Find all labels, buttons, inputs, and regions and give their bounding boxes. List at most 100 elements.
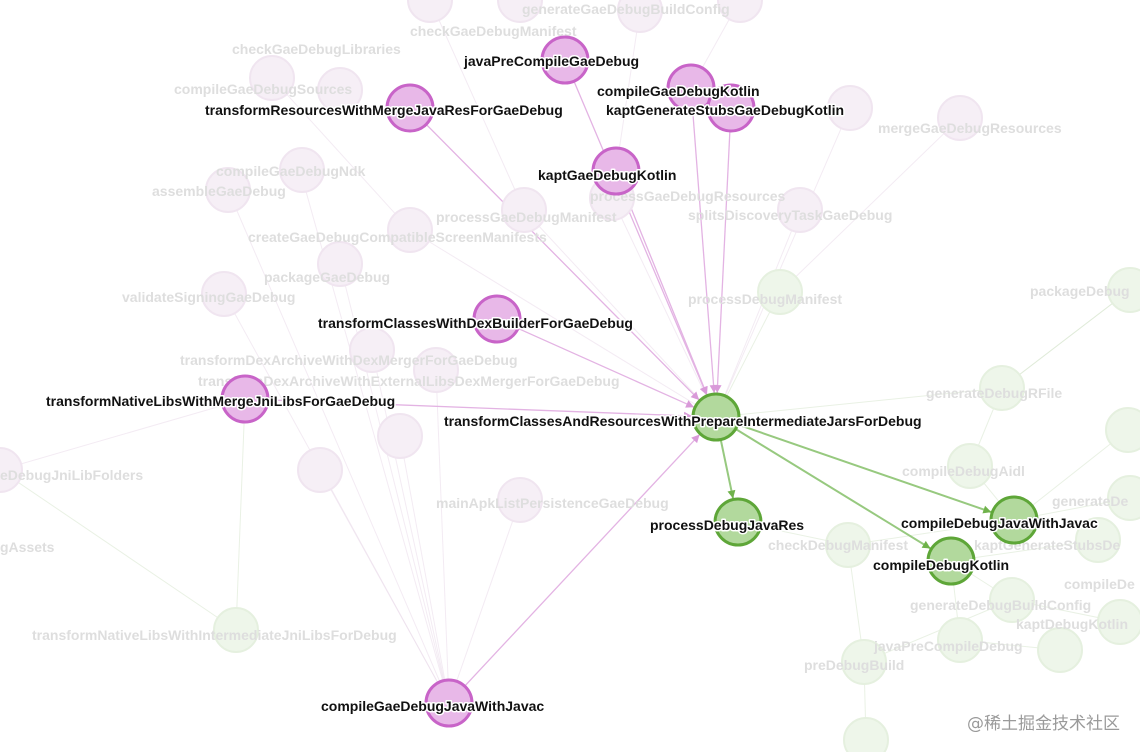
faded-node [989,577,1035,623]
node-transformClassesWithDexBuilderForGaeDebug[interactable] [472,294,522,344]
edge-arrowhead [691,434,700,444]
label-compileDebugKotlin: compileDebugKotlin [873,557,1009,573]
faded-node [841,639,887,685]
dependency-edge [573,81,708,396]
dependency-edge [738,423,992,514]
faded-edge [271,77,411,231]
faded-node [297,447,343,493]
label-transformClassesAndResourcesWithPrepareIntermediateJarsForDebug: transformClassesAndResourcesWithPrepareI… [444,413,922,429]
faded-edge [715,387,1003,418]
faded-edge [1001,289,1131,389]
faded-edge [435,369,450,704]
label-compileGaeDebugKotlin: compileGaeDebugKotlin [597,83,760,99]
faded-label: transformNativeLibsWithIntermediateJniLi… [32,627,397,643]
node-compileDebugJavaWithJavac[interactable] [989,495,1039,545]
faded-node [1075,517,1121,563]
node-transformResourcesWithMergeJavaResForGaeDebug[interactable] [385,83,435,133]
dependency-edge [735,428,932,550]
label-compileDebugJavaWithJavac: compileDebugJavaWithJavac [901,515,1098,531]
faded-label: splitsDiscoveryTaskGaeDebug [688,207,892,223]
faded-label: assembleGaeDebug [152,183,286,199]
faded-label: processDebugManifest [688,291,842,307]
label-transformNativeLibsWithMergeJniLibsForGaeDebug: transformNativeLibsWithMergeJniLibsForGa… [46,393,395,409]
faded-edge [863,599,1013,663]
faded-label: gAssets [0,539,55,555]
faded-label: checkGaeDebugLibraries [232,41,401,57]
faded-label: mergeGaeDebugResources [878,120,1062,136]
faded-label: generateDebugRFile [926,385,1062,401]
node-transformClassesAndResourcesWithPrepareIntermediateJarsForDebug[interactable] [691,392,741,442]
faded-node [317,241,363,287]
faded-node [497,0,543,23]
faded-node [349,327,395,373]
faded-edge [950,539,1099,562]
faded-edge [235,398,246,631]
faded-label: packageDebug [1030,283,1130,299]
node-kaptGenerateStubsGaeDebugKotlin[interactable] [706,83,756,133]
faded-node [757,269,803,315]
faded-edge [399,435,450,704]
faded-label: createGaeDebugCompatibleScreenManifests [248,229,547,245]
faded-node [201,271,247,317]
faded-edge [448,499,521,704]
edge-arrowhead [683,411,693,420]
faded-node [825,522,871,568]
faded-node [249,55,295,101]
dependency-edge [464,434,701,686]
faded-label: compileGaeDebugSources [174,81,352,97]
faded-label: generateDebugBuildConfig [910,597,1091,613]
node-transformNativeLibsWithMergeJniLibsForGaeDebug[interactable] [220,374,270,424]
label-javaPreCompileGaeDebug: javaPreCompileGaeDebug [463,53,639,69]
faded-node [617,0,663,33]
faded-label: kaptDebugKotlin [1016,616,1128,632]
faded-label: preDebugBuild [804,657,904,673]
node-compileGaeDebugKotlin[interactable] [666,63,716,113]
faded-node [497,477,543,523]
faded-label: transformDexArchiveWithDexMergerForGaeDe… [180,352,518,368]
faded-label: compileDebugAidl [902,463,1025,479]
active-nodes [220,35,1039,728]
faded-label: checkGaeDebugManifest [410,23,577,39]
dependency-edge [518,328,695,408]
faded-node [1107,475,1140,521]
dependency-edge [426,124,700,401]
edge-arrowhead [921,540,931,549]
edge-arrowhead [700,385,708,395]
label-transformClassesWithDexBuilderForGaeDebug: transformClassesWithDexBuilderForGaeDebu… [318,315,633,331]
node-compileGaeDebugJavaWithJavac[interactable] [424,678,474,728]
faded-label: processGaeDebugResources [590,188,786,204]
node-kaptGaeDebugKotlin[interactable] [591,146,641,196]
faded-label: compileDe [1064,576,1135,592]
dependency-edge [719,440,735,499]
faded-node [947,443,993,489]
faded-label: generateGaeDebugBuildConfig [522,1,730,17]
faded-label: packageGaeDebug [264,269,390,285]
faded-node [279,147,325,193]
faded-edge [0,398,246,471]
faded-edge [371,349,450,704]
node-processDebugJavaRes[interactable] [713,497,763,547]
edge-arrowhead [713,384,722,394]
label-transformResourcesWithMergeJavaResForGaeDebug: transformResourcesWithMergeJavaResForGae… [205,102,563,118]
watermark: @稀土掘金技术社区 [967,714,1120,734]
faded-node [1037,627,1083,673]
faded-node [1105,407,1140,453]
faded-labels: checkGaeDebugManifest generateGaeDebugBu… [0,1,1135,673]
label-processDebugJavaRes: processDebugJavaRes [650,517,804,533]
node-compileDebugKotlin[interactable] [926,536,976,586]
faded-label: javaPreCompileDebug [873,638,1023,654]
faded-node [979,365,1025,411]
faded-node [501,187,547,233]
faded-label: kaptGenerateStubsDe [974,537,1120,553]
faded-node [1107,267,1140,313]
active-edges [268,81,992,686]
node-javaPreCompileGaeDebug[interactable] [540,35,590,85]
faded-label: compileGaeDebugNdk [216,163,366,179]
faded-node [377,413,423,459]
dependency-edge [692,111,715,394]
faded-edge [847,519,1015,546]
faded-node [843,717,889,752]
label-kaptGenerateStubsGaeDebugKotlin: kaptGenerateStubsGaeDebugKotlin [606,102,844,118]
